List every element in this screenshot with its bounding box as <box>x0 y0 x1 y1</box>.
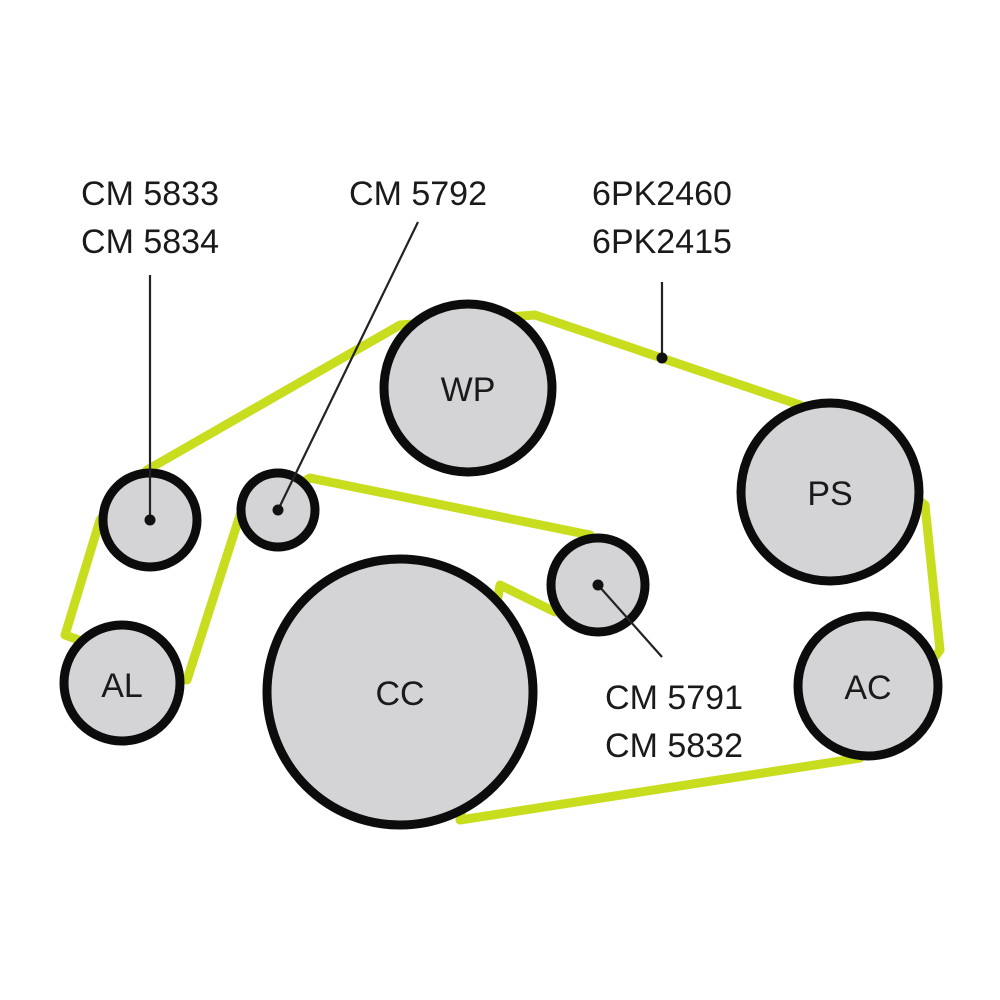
pulley-wp-disc <box>379 299 557 477</box>
pulley-ac-disc <box>793 611 943 761</box>
pulley-cc-label: CC <box>375 675 424 713</box>
callout-tensioner-part-1: CM 5791 <box>605 679 743 717</box>
callout-belt-part-2: 6PK2415 <box>592 223 732 261</box>
callout-alternator-part-2: CM 5834 <box>81 223 219 261</box>
pulley-cc-disc <box>262 554 538 830</box>
pulley-ps-label: PS <box>807 475 852 513</box>
pulley-cc: CC <box>262 554 538 830</box>
pulley-ps: PS <box>736 398 924 586</box>
callout-alternator-part-1: CM 5833 <box>81 175 219 213</box>
pulley-al-label: AL <box>101 667 143 705</box>
pulley-al: AL <box>59 620 185 746</box>
leader-dot-tensioner <box>592 579 604 591</box>
callout-idler-part: CM 5792 <box>349 175 487 213</box>
pulley-wp: WP <box>379 299 557 477</box>
callout-tensioner-part-2: CM 5832 <box>605 727 743 765</box>
pulley-ps-disc <box>736 398 924 586</box>
callout-belt-part-1: 6PK2460 <box>592 175 732 213</box>
pulley-ac-label: AC <box>844 669 891 707</box>
leader-dot-idler-cm5792 <box>272 504 284 516</box>
leader-tensioner <box>597 584 663 658</box>
leader-idler-cm5792 <box>277 221 419 511</box>
leader-dot-belt <box>656 352 668 364</box>
pulley-al-disc <box>59 620 185 746</box>
pulley-wp-label: WP <box>441 371 496 409</box>
pulley-ac: AC <box>793 611 943 761</box>
leader-dot-alternator-idler <box>144 514 156 526</box>
